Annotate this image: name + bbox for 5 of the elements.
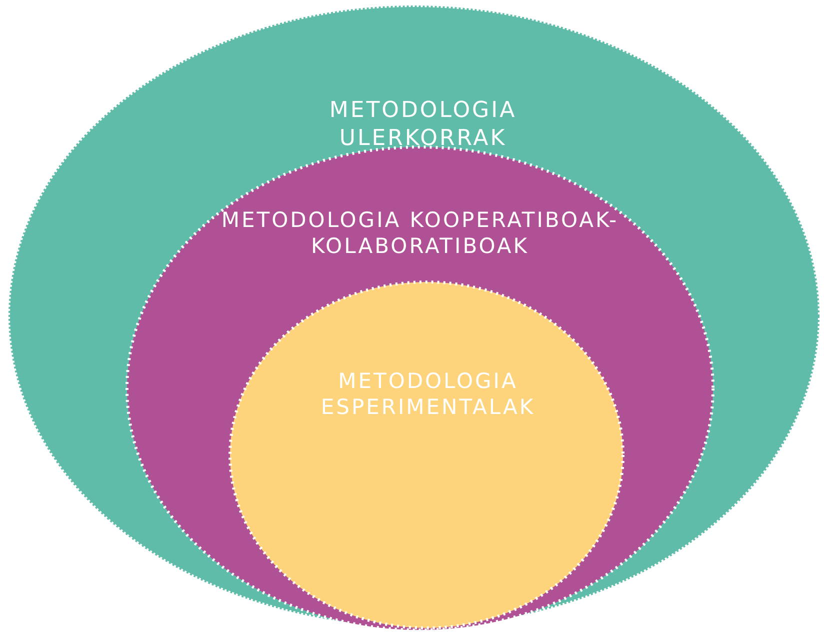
layer-label: METODOLOGIA KOOPERATIBOAK-KOLABORATIBOAK bbox=[220, 207, 620, 260]
layer-label: METODOLOGIA ULERKORRAK bbox=[328, 97, 518, 152]
ellipse-layer bbox=[125, 145, 715, 632]
ellipse-layer bbox=[228, 280, 625, 630]
layer-label: METODOLOGIA ESPERIMENTALAK bbox=[320, 368, 536, 420]
